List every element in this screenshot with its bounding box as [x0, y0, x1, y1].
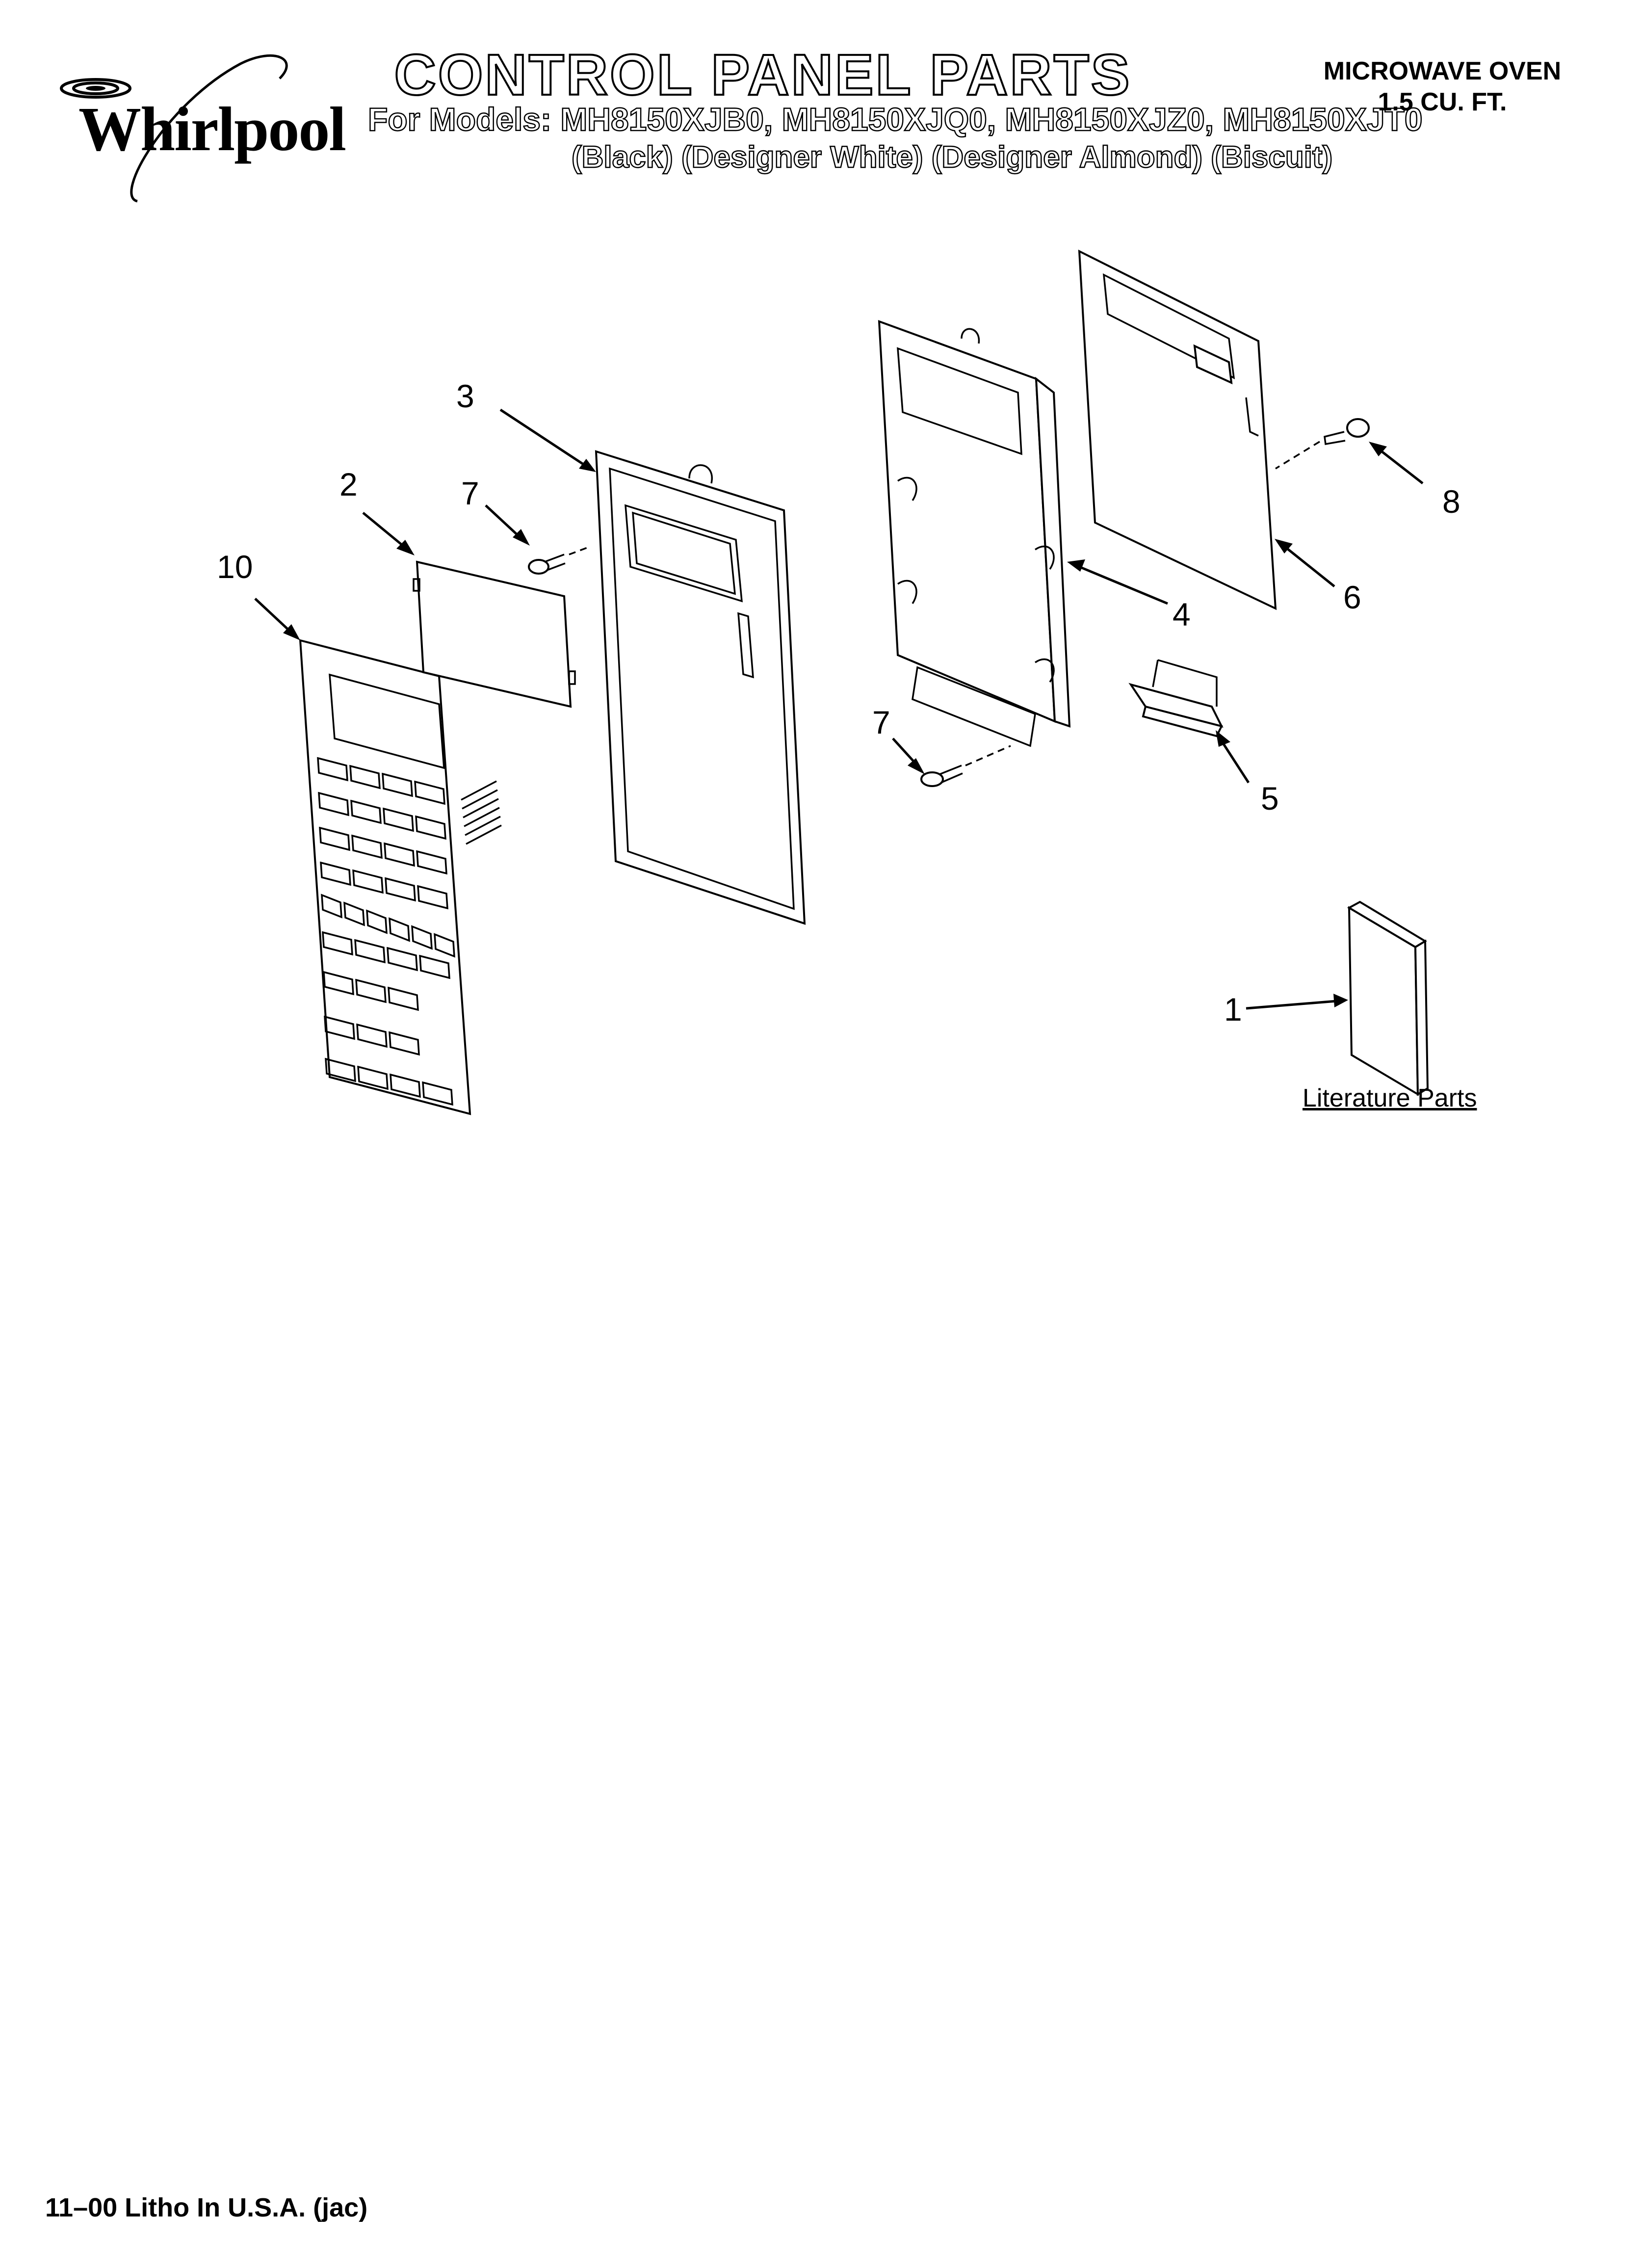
keypad-key [419, 954, 450, 979]
part-1-literature [1347, 900, 1429, 1096]
keypad-key [324, 1015, 355, 1040]
callout-3: 3 [456, 378, 474, 414]
keypad-key [389, 917, 410, 942]
keypad-key [325, 1057, 356, 1082]
keypad-key [317, 757, 348, 782]
keypad-key [322, 931, 353, 956]
keypad-key [350, 799, 382, 824]
keypad-key [366, 909, 388, 934]
keypad-key [416, 850, 447, 875]
part-8-screw [1275, 418, 1370, 470]
product-type: MICROWAVE OVEN [1323, 57, 1562, 85]
callout-8: 8 [1442, 483, 1460, 520]
keypad-key [434, 933, 455, 958]
page-title: CONTROL PANEL PARTS [393, 42, 1132, 108]
keypad-key [343, 901, 365, 926]
keypad-key [422, 1081, 453, 1106]
keypad-key [389, 1031, 420, 1056]
keypad-key [351, 834, 383, 859]
callout-7-lower: 7 [872, 704, 890, 740]
part-3-control-panel-frame [595, 450, 806, 925]
keypad-key [357, 1065, 389, 1090]
keypad-key [320, 861, 351, 886]
models-line: For Models: MH8150XJB0, MH8150XJQ0, MH81… [367, 101, 1423, 138]
keypad-key [415, 815, 446, 840]
callout-6: 6 [1343, 579, 1361, 615]
keypad-key [414, 780, 445, 805]
part-6-control-board [1078, 249, 1277, 610]
callout-7-upper: 7 [461, 475, 479, 511]
callout-10: 10 [217, 549, 253, 585]
part-7-screw-upper [528, 546, 589, 575]
keypad-key-grid [317, 757, 455, 1106]
keypad-key [417, 885, 448, 910]
keypad-key [387, 947, 418, 972]
callout-1: 1 [1224, 991, 1242, 1028]
keypad-key [384, 842, 415, 867]
keypad-key [382, 772, 413, 797]
keypad-key [355, 978, 387, 1003]
keypad-key [388, 986, 419, 1011]
keypad-key [390, 1073, 421, 1098]
keypad-key [411, 925, 433, 950]
keypad-key [321, 894, 342, 919]
keypad-key [354, 939, 386, 964]
print-footer: 11–00 Litho In U.S.A. (jac) [45, 2193, 368, 2222]
keypad-key [385, 877, 416, 902]
leader-arrows [254, 408, 1424, 1010]
whirlpool-swirl-logo [60, 54, 288, 203]
keypad-key [352, 869, 384, 894]
part-7-screw-lower [920, 745, 1011, 787]
keypad-key [383, 807, 414, 832]
keypad-key [356, 1023, 388, 1048]
keypad-key [323, 971, 354, 996]
part-5-latch-clip [1128, 659, 1224, 738]
keypad-key [349, 765, 381, 790]
callout-2: 2 [339, 466, 358, 502]
color-variants-line: (Black) (Designer White) (Designer Almon… [571, 140, 1333, 175]
brand-wordmark: Whirlpool [78, 94, 346, 164]
literature-parts-label: Literature Parts [1303, 1084, 1477, 1112]
callout-5: 5 [1261, 780, 1279, 817]
callout-4: 4 [1173, 596, 1191, 633]
product-capacity: 1.5 CU. FT. [1378, 88, 1507, 116]
page-title-container: CONTROL PANEL PARTS [275, 42, 1251, 108]
part-10-keypad-membrane [299, 639, 502, 1115]
part-4-control-housing [878, 320, 1071, 747]
keypad-key [318, 791, 349, 817]
part-2-display-window [413, 560, 576, 708]
keypad-key [319, 826, 350, 851]
